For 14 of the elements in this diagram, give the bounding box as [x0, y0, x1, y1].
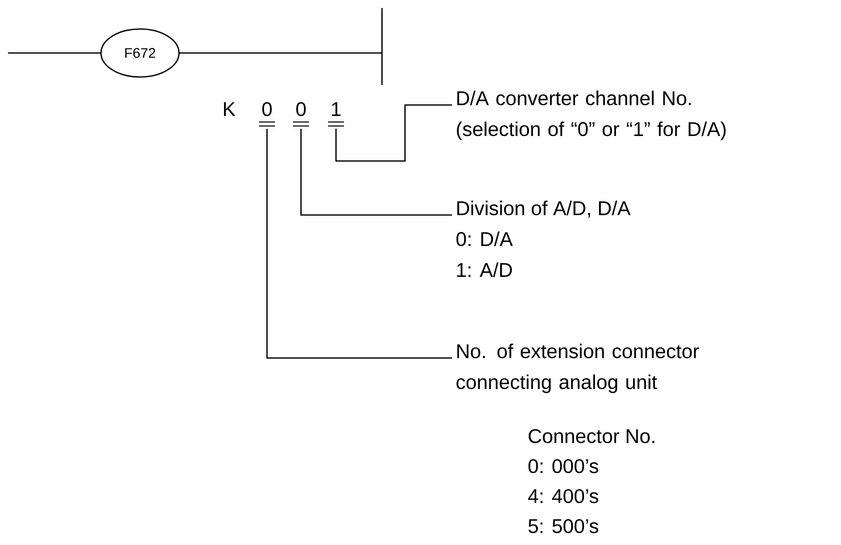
description-text: D/A converter channel No. (selection of “0” or “1” for D/A) — [456, 90, 726, 140]
description-text: No. of extension connector connecting analog unit — [456, 344, 699, 394]
legend-text: 4: 400’s — [528, 489, 598, 504]
code-letter: K — [224, 102, 236, 116]
legend-text: Connector No. — [528, 429, 654, 444]
leader-line — [300, 128, 452, 216]
code-digit: 0 — [259, 102, 275, 127]
legend-text: 5: 500’s — [528, 519, 598, 534]
leader-line — [266, 128, 452, 359]
leader-line — [335, 104, 452, 162]
code-digit: 0 — [293, 102, 309, 127]
description-text: Division of A/D, D/A 0: D/A 1: A/D — [456, 200, 631, 278]
legend-text: 0: 000’s — [528, 459, 598, 474]
code-digit: 1 — [328, 102, 344, 127]
